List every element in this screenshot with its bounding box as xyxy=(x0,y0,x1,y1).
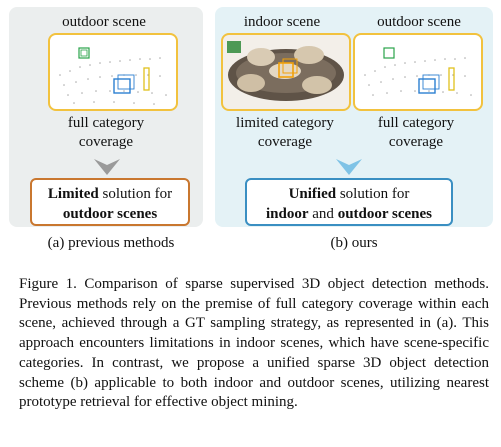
chevron-down-icon-blue xyxy=(336,159,362,175)
full-category-coverage-text: full category coverage xyxy=(67,115,145,150)
outdoor-point-cloud-image xyxy=(48,33,178,111)
subcaption-a: (a) previous methods xyxy=(47,235,175,251)
figure-caption: Figure 1. Comparison of sparse supervise… xyxy=(19,276,489,411)
indoor-scene-label: indoor scene xyxy=(243,14,321,30)
limited-category-coverage-text: limited category coverage xyxy=(236,115,334,150)
chevron-down-icon xyxy=(94,159,120,175)
limited-solution-box: Limited solution for outdoor scenes xyxy=(30,178,190,226)
outdoor-point-cloud-image-right xyxy=(353,33,483,111)
indoor-point-cloud-image xyxy=(221,33,351,111)
outdoor-scene-label: outdoor scene xyxy=(62,14,146,30)
outdoor-scene-label-right: outdoor scene xyxy=(377,14,461,30)
full-category-coverage-text-right: full category coverage xyxy=(377,115,455,150)
unified-solution-box: Unified solution for indoor and outdoor … xyxy=(245,178,453,226)
subcaption-b: (b) ours xyxy=(330,235,378,251)
